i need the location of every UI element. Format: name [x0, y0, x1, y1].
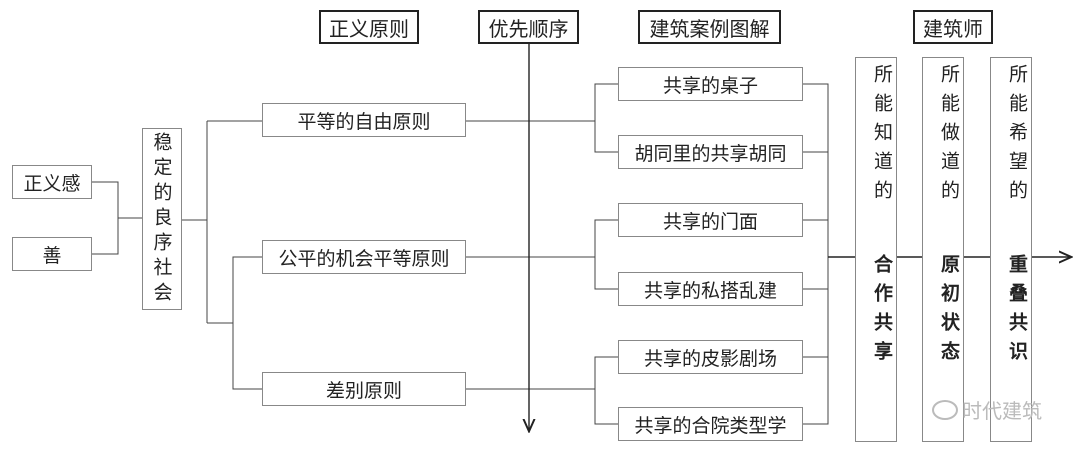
architect-column-do-bottom: 原初状态 [938, 254, 960, 370]
header-priority-order: 优先顺序 [478, 10, 579, 44]
architect-column-do-top: 所能做道的 [938, 64, 960, 209]
architect-column-do: 所能做道的 原初状态 [922, 57, 964, 442]
case-shared-facade: 共享的门面 [618, 203, 803, 237]
good-box: 善 [12, 237, 92, 271]
header-architect: 建筑师 [913, 10, 993, 44]
architect-column-know: 所能知道的 合作共享 [855, 57, 897, 442]
architect-column-know-top: 所能知道的 [871, 64, 893, 209]
architect-column-hope: 所能希望的 重叠共识 [990, 57, 1032, 442]
case-shared-courtyard-typology: 共享的合院类型学 [618, 407, 803, 441]
architect-column-hope-top: 所能希望的 [1006, 64, 1028, 209]
wechat-icon [932, 399, 958, 420]
sense-of-justice-box: 正义感 [12, 165, 92, 199]
principle-equal-liberty: 平等的自由原则 [262, 103, 466, 137]
case-shared-table: 共享的桌子 [618, 67, 803, 101]
architect-column-know-bottom: 合作共享 [871, 254, 893, 370]
watermark-text: 时代建筑 [962, 399, 1042, 423]
principle-fair-opportunity: 公平的机会平等原则 [262, 240, 466, 274]
case-shared-informal-build: 共享的私搭乱建 [618, 272, 803, 306]
stable-society-box: 稳定的良序社会 [142, 128, 182, 310]
header-justice-principles: 正义原则 [319, 10, 419, 44]
principle-difference: 差别原则 [262, 372, 466, 406]
watermark: 时代建筑 [932, 395, 1042, 424]
case-shared-hutong: 胡同里的共享胡同 [618, 135, 803, 169]
header-case-diagrams: 建筑案例图解 [638, 10, 781, 44]
architect-column-hope-bottom: 重叠共识 [1006, 254, 1028, 370]
case-shared-shadow-theater: 共享的皮影剧场 [618, 340, 803, 374]
